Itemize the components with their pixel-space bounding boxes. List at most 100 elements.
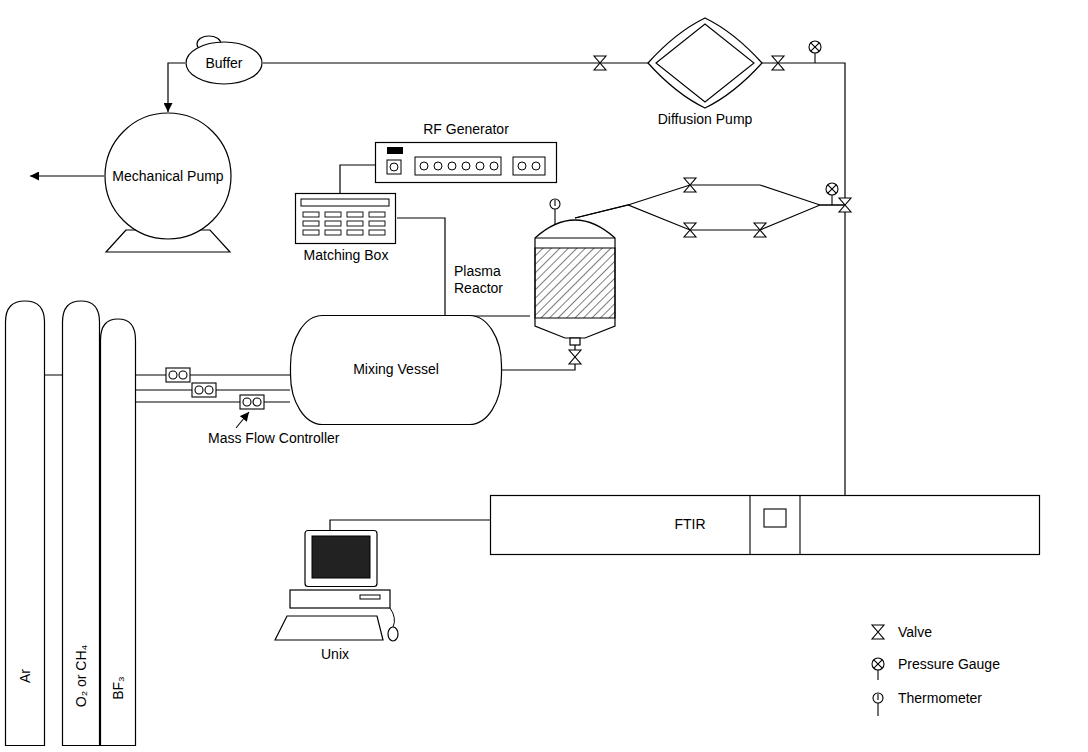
matching-button [325,230,341,235]
monitor [305,531,377,587]
pump-inner-diamond [656,24,754,102]
matching-button [369,221,385,226]
valve-symbol [684,178,696,192]
drive-slot [360,595,380,599]
matching-button [347,221,363,226]
legend-label: Valve [898,624,932,641]
node-label: Diffusion Pump [638,111,772,128]
pipe-connector [330,520,490,530]
matching-button [369,230,385,235]
generator-switch [387,160,401,174]
mixing-vessel: Mixing Vessel [290,315,502,425]
legend-gauge-symbol [872,658,884,670]
generator-panel [415,157,501,175]
node-label: Buffer [185,55,263,72]
gas-cylinder-outline [101,319,136,746]
node-label: Ar [17,669,34,683]
ftir-spectrometer-shape [490,495,1040,555]
generator-knob [434,162,442,170]
generator-display [387,147,403,154]
generator-knob [390,163,398,171]
unix-workstation: Unix [265,530,405,666]
gas-cylinder-outline [63,301,100,746]
mass-flow-controller-symbol [192,383,216,397]
node-label: Plasma Reactor [454,263,516,297]
pipe-connector [340,165,375,193]
generator-knob [462,162,470,170]
valve-symbol [754,223,766,237]
pressure-gauge-symbol [809,41,821,53]
gauge-stem [831,195,832,205]
node-label: Mechanical Pump [105,168,231,185]
gas-cylinder: Ar [5,300,45,746]
generator-knob [518,162,526,170]
plasma-reactor: Plasma Reactor [530,218,620,345]
node-label: RF Generator [375,121,557,138]
mouse-cord [390,608,394,627]
node-label: O₂ or CH₄ [73,645,90,708]
pipe-connector [397,218,530,316]
thermometer-mark [554,200,555,206]
ftir-outline [491,496,1040,555]
matching-button [347,230,363,235]
controller-dial [169,371,177,379]
keyboard [275,616,383,640]
matching-box: Matching Box [295,193,397,265]
matching-box-outline [296,194,396,244]
pipe-connector [168,63,185,112]
generator-knob [490,162,498,170]
reactor-outlet [570,338,580,345]
valve-symbol [839,198,851,212]
gauge-cross [828,185,836,193]
legend-label: Pressure Gauge [898,656,1000,673]
vessel-outline [291,316,502,425]
matching-display [301,199,389,206]
mass-flow-controller-symbol [166,368,190,382]
node-label: Unix [285,646,385,663]
ftir-divider [799,495,800,555]
legend-label: Thermometer [898,690,982,707]
gauge-cross [811,43,819,51]
generator-knob [420,162,428,170]
matching-button [369,212,385,217]
matching-button [303,212,319,217]
controller-dial [253,398,261,406]
thermometer-mark [877,694,878,700]
pump-outline [105,113,231,239]
generator-knob [532,162,540,170]
gauge-cross [874,660,882,668]
gauge-cross [874,660,882,668]
reactor-seam [535,238,615,239]
monitor-screen [312,536,370,578]
pipe-connector [502,345,575,370]
buffer-outline [186,42,262,84]
valve-symbol [569,350,581,364]
gauge-stem [877,670,878,680]
unix-workstation-shape [265,530,405,666]
controller-dial [205,386,213,394]
node-label: Matching Box [285,247,407,264]
generator-panel [513,157,545,175]
ftir-window [764,509,786,527]
gauge-cross [811,43,819,51]
gas-cylinder-outline [6,301,45,746]
pipe-connector [263,62,648,63]
valve-symbol [594,56,606,70]
node-label: BF₃ [110,676,127,700]
thermometer-stem [554,209,555,225]
valve-symbol [772,56,784,70]
gas-cylinder: O₂ or CH₄ [62,300,100,746]
generator-knob [476,162,484,170]
matching-button [325,212,341,217]
gauge-stem [814,53,815,63]
generator-knob [448,162,456,170]
matching-button [303,230,319,235]
mass-flow-controllers [166,368,264,409]
controller-dial [195,386,203,394]
plasma-reactor-shape [530,218,620,345]
thermometer-symbol [550,199,560,209]
exhaust-arrow [30,176,104,177]
node-label: FTIR [640,516,740,533]
generator-box [376,143,557,183]
node-label: Mixing Vessel [310,361,482,378]
